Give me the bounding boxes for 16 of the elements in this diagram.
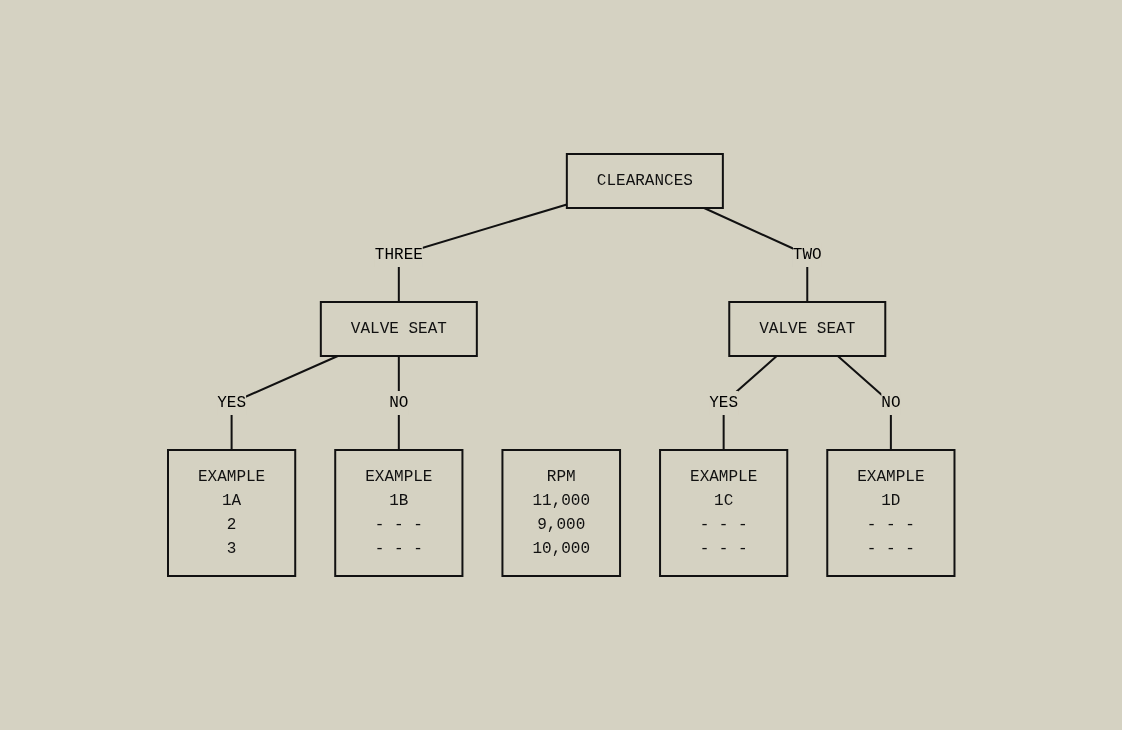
node-box: CLEARANCES bbox=[565, 153, 724, 209]
node-box: EXAMPLE 1B - - - - - - bbox=[333, 449, 464, 577]
edge-label: YES bbox=[216, 394, 246, 412]
edge-label: THREE bbox=[374, 246, 423, 264]
node-box: EXAMPLE 1D - - - - - - bbox=[826, 449, 956, 577]
node-box: VALVE SEAT bbox=[728, 301, 886, 357]
node-box: EXAMPLE 1A 2 3 bbox=[166, 449, 296, 577]
connector bbox=[397, 355, 400, 451]
node-box: RPM 11,000 9,000 10,000 bbox=[501, 449, 621, 577]
edge-label: NO bbox=[388, 394, 409, 412]
node-box: VALVE SEAT bbox=[319, 301, 478, 357]
edge-label: NO bbox=[881, 394, 901, 412]
node-box: EXAMPLE 1C - - - - - - bbox=[658, 449, 788, 577]
connector bbox=[836, 355, 892, 451]
edge-label: YES bbox=[709, 394, 738, 412]
edge-label: TWO bbox=[792, 246, 822, 264]
